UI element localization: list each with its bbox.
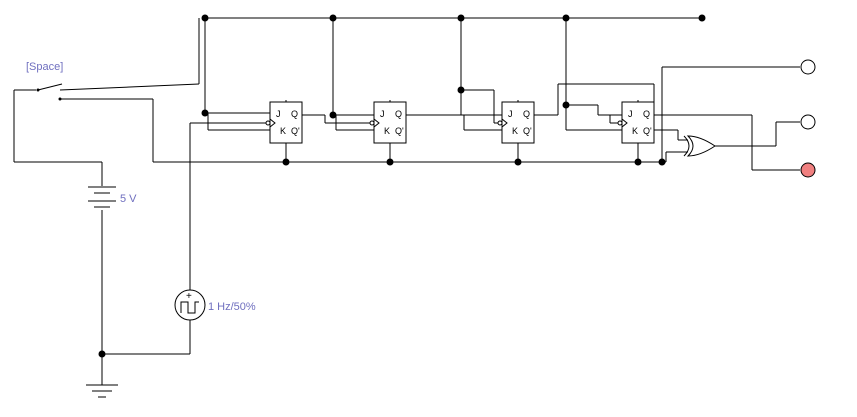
junction-dot [658, 158, 666, 166]
clock-source[interactable]: + 1 Hz/50% [174, 289, 256, 321]
pin-q: Q [291, 109, 298, 119]
clock-plus-sign: + [186, 291, 192, 302]
junction-dot [698, 14, 706, 22]
junction-dots [98, 14, 706, 358]
junction-dot [282, 158, 290, 166]
junction-dot [634, 158, 642, 166]
junction-dot [201, 14, 209, 22]
jk-flipflop-2[interactable]: J Q K Q' [369, 100, 407, 144]
pin-j: J [628, 109, 633, 119]
pin-q: Q [643, 109, 650, 119]
junction-dot [457, 14, 465, 22]
pin-j: J [508, 109, 513, 119]
junction-dot [514, 158, 522, 166]
pin-k: K [280, 126, 286, 136]
pin-qbar: Q' [291, 126, 300, 136]
switch-label: [Space] [26, 61, 63, 73]
xor-gate[interactable] [683, 135, 716, 157]
jk-flipflop-3[interactable]: J Q K Q' [497, 100, 535, 144]
ground-symbol [86, 384, 118, 398]
junction-dot [457, 86, 465, 94]
pin-k: K [512, 126, 518, 136]
junction-dot [201, 109, 209, 117]
pin-qbar: Q' [395, 126, 404, 136]
battery[interactable]: 5 V [88, 186, 137, 208]
clock-label: 1 Hz/50% [208, 301, 256, 313]
junction-dot [329, 111, 337, 119]
pin-q: Q [395, 109, 402, 119]
jk-flipflop-1[interactable]: J Q K Q' [265, 100, 303, 144]
junction-dot [98, 350, 106, 358]
output-probe-3-lit[interactable] [800, 162, 816, 178]
junction-dot [386, 158, 394, 166]
pin-k: K [384, 126, 390, 136]
junction-dot [562, 14, 570, 22]
space-switch[interactable]: [Space] [26, 61, 63, 101]
output-probe-2[interactable] [800, 114, 816, 130]
battery-label: 5 V [120, 193, 137, 205]
pin-k: K [632, 126, 638, 136]
pin-j: J [276, 109, 281, 119]
pin-j: J [380, 109, 385, 119]
junction-dot [562, 101, 570, 109]
jk-flipflop-4[interactable]: J Q K Q' [617, 100, 655, 144]
pin-q: Q [523, 109, 530, 119]
pin-qbar: Q' [523, 126, 532, 136]
pin-qbar: Q' [643, 126, 652, 136]
wires [13, 17, 800, 385]
junction-dot [329, 14, 337, 22]
output-probe-1[interactable] [800, 59, 816, 75]
